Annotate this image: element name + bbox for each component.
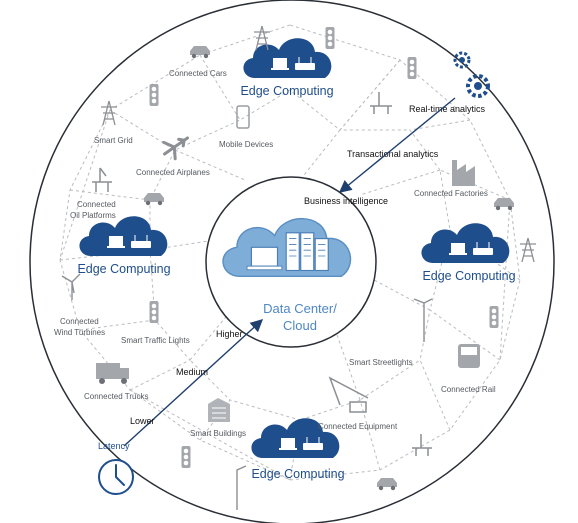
label-transactional-analytics: Transactional analytics — [347, 149, 439, 159]
car-icon-right — [494, 198, 514, 211]
connection-network — [59, 24, 521, 481]
label-connected-cars: Connected Cars — [169, 69, 227, 78]
edge-computing-label-right: Edge Computing — [422, 269, 515, 283]
edge-computing-label-top: Edge Computing — [240, 84, 333, 98]
car-icon-bottom — [377, 478, 397, 491]
label-connected-airplanes: Connected Airplanes — [136, 168, 210, 177]
crane-icon — [328, 376, 369, 413]
label-mobile-devices: Mobile Devices — [219, 140, 273, 149]
clock-icon — [98, 459, 134, 495]
label-smart-streetlights: Smart Streetlights — [349, 358, 413, 367]
mobile-device-icon — [236, 105, 250, 129]
label-oil-platforms-line1: Connected — [77, 200, 116, 209]
smart-building-icon — [208, 398, 230, 422]
data-center-cloud-icon — [222, 217, 352, 278]
edge-computing-label-bottom: Edge Computing — [251, 467, 344, 481]
rail-icon — [458, 344, 480, 368]
latency-arrow — [123, 319, 264, 447]
edge-computing-cloud-icon-bottom — [251, 418, 340, 458]
label-wind-turbines-line1: Connected — [60, 317, 99, 326]
label-wind-turbines-line2: Wind Turbines — [54, 328, 105, 337]
edge-computing-cloud-icon-top — [243, 38, 332, 78]
streetlight-icon-right — [413, 298, 433, 342]
traffic-light-icon-top — [325, 27, 335, 49]
data-center-label-line1: Data Center/ — [263, 301, 337, 316]
truck-icon — [96, 363, 129, 384]
label-smart-traffic-lights: Smart Traffic Lights — [121, 336, 190, 345]
oil-platform-icon-bottom-right — [412, 434, 432, 456]
oil-platform-icon — [92, 167, 112, 192]
wind-turbine-icon — [61, 273, 81, 300]
label-connected-equipment: Connected Equipment — [318, 422, 398, 431]
label-real-time-analytics: Real-time analytics — [409, 104, 486, 114]
pylon-icon-right — [519, 237, 537, 263]
traffic-light-icon-top-right — [407, 57, 417, 79]
label-oil-platforms-line2: Oil Platforms — [70, 211, 116, 220]
label-connected-rail: Connected Rail — [441, 385, 496, 394]
data-center-label-line2: Cloud — [283, 318, 317, 333]
analytics-arrow — [338, 97, 456, 193]
car-icon-left — [144, 193, 164, 206]
airplane-icon — [162, 136, 189, 161]
edge-computing-cloud-icon-left — [79, 216, 168, 256]
label-connected-factories: Connected Factories — [414, 189, 488, 198]
traffic-light-icon-bottom — [181, 446, 191, 468]
oil-platform-icon-right — [370, 92, 392, 114]
gears-icon — [453, 51, 490, 98]
smart-traffic-light-icon — [149, 301, 159, 323]
outer-ring — [29, 0, 555, 523]
label-latency: Latency — [98, 441, 130, 451]
label-latency-medium: Medium — [176, 367, 208, 377]
label-connected-trucks: Connected Trucks — [84, 392, 148, 401]
smart-grid-pylon-icon — [100, 100, 118, 126]
label-smart-buildings: Smart Buildings — [190, 429, 246, 438]
traffic-light-icon-right — [489, 306, 499, 328]
edge-computing-cloud-icon-right — [421, 223, 510, 263]
factory-icon — [452, 160, 475, 186]
label-latency-higher: Higher — [216, 329, 243, 339]
streetlight-icon-bottom — [236, 465, 247, 510]
connected-cars-icon — [190, 46, 210, 59]
traffic-light-icon — [149, 84, 159, 106]
label-smart-grid: Smart Grid — [94, 136, 133, 145]
edge-computing-label-left: Edge Computing — [77, 262, 170, 276]
label-latency-lower: Lower — [130, 416, 155, 426]
label-business-intelligence: Business intelligence — [304, 196, 388, 206]
